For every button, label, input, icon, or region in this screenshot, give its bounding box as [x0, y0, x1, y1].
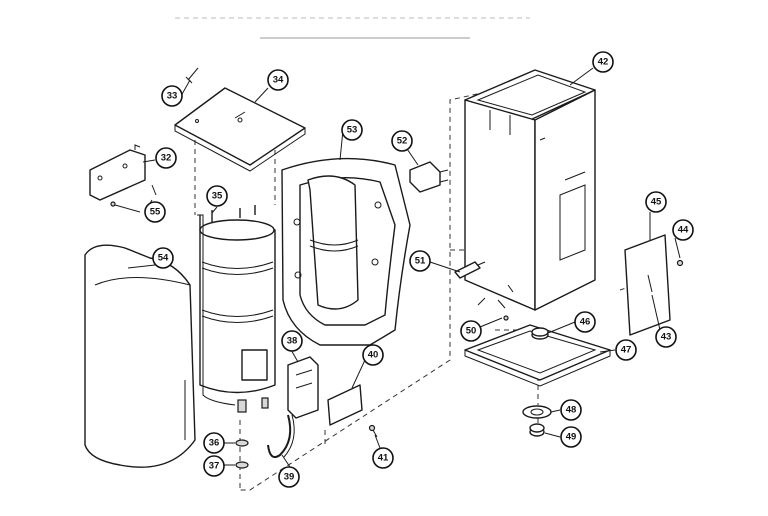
- leader-lines: [127, 67, 681, 468]
- gasket-48: [522, 405, 552, 419]
- callout-39: 39: [278, 466, 300, 488]
- callout-45-label: 45: [651, 197, 662, 208]
- callout-33: 33: [161, 85, 183, 107]
- callout-44-label: 44: [678, 225, 689, 236]
- scan-artifacts: [175, 17, 530, 39]
- callout-55-label: 55: [150, 207, 161, 218]
- nut-37: [235, 461, 249, 469]
- water-tank: [197, 205, 276, 413]
- callout-37-label: 37: [209, 461, 220, 472]
- top-cover-plate: [174, 87, 306, 172]
- screw-41: [368, 424, 378, 438]
- screw-33: [185, 67, 199, 84]
- callout-33-label: 33: [167, 91, 178, 102]
- callout-55: 55: [144, 201, 166, 223]
- inner-shroud: [281, 157, 411, 346]
- callout-47-label: 47: [621, 345, 632, 356]
- callout-43: 43: [655, 326, 677, 348]
- heating-element: [454, 261, 486, 279]
- callout-40: 40: [362, 344, 384, 366]
- callout-52: 52: [391, 130, 413, 152]
- screw-44: [676, 259, 684, 267]
- nut-49: [529, 423, 545, 437]
- screws-50: [477, 284, 514, 321]
- callout-51: 51: [409, 250, 431, 272]
- callout-54-label: 54: [158, 253, 169, 264]
- callout-46-label: 46: [580, 317, 591, 328]
- callout-34: 34: [267, 69, 289, 91]
- callout-42-label: 42: [598, 57, 609, 68]
- callout-50-label: 50: [466, 326, 477, 337]
- callout-42: 42: [592, 51, 614, 73]
- callout-47: 47: [615, 339, 637, 361]
- fitting-46: [531, 327, 549, 340]
- callout-36-label: 36: [209, 438, 220, 449]
- cover-40: [327, 384, 363, 426]
- callout-38-label: 38: [287, 336, 298, 347]
- callout-44: 44: [672, 219, 694, 241]
- callout-48-label: 48: [566, 405, 577, 416]
- callout-32-label: 32: [161, 153, 172, 164]
- callout-35-label: 35: [212, 191, 223, 202]
- callout-53-label: 53: [347, 125, 358, 136]
- callout-46: 46: [574, 311, 596, 333]
- callout-39-label: 39: [284, 472, 295, 483]
- callout-38: 38: [281, 330, 303, 352]
- callout-49: 49: [560, 426, 582, 448]
- callout-41-label: 41: [378, 453, 389, 464]
- callout-52-label: 52: [397, 136, 408, 147]
- callout-51-label: 51: [415, 256, 426, 267]
- insulation-wrap: [84, 244, 196, 468]
- bracket-32: [89, 144, 146, 201]
- callout-40-label: 40: [368, 350, 379, 361]
- callout-43-label: 43: [661, 332, 672, 343]
- callout-35: 35: [206, 185, 228, 207]
- callout-45: 45: [645, 191, 667, 213]
- base-pan: [464, 324, 611, 387]
- callout-37: 37: [203, 455, 225, 477]
- outer-cabinet: [464, 69, 596, 311]
- callout-54: 54: [152, 247, 174, 269]
- callout-48: 48: [560, 399, 582, 421]
- callout-34-label: 34: [273, 75, 284, 86]
- access-panel: [624, 234, 671, 336]
- thermostat-52: [409, 161, 449, 193]
- callout-36: 36: [203, 432, 225, 454]
- callout-32: 32: [155, 147, 177, 169]
- callout-53: 53: [341, 119, 363, 141]
- washer-36: [235, 439, 249, 447]
- callout-49-label: 49: [566, 432, 577, 443]
- callout-41: 41: [372, 447, 394, 469]
- tube-39: [267, 414, 295, 458]
- control-38: [287, 356, 319, 419]
- screw-55: [110, 184, 157, 213]
- callout-50: 50: [460, 320, 482, 342]
